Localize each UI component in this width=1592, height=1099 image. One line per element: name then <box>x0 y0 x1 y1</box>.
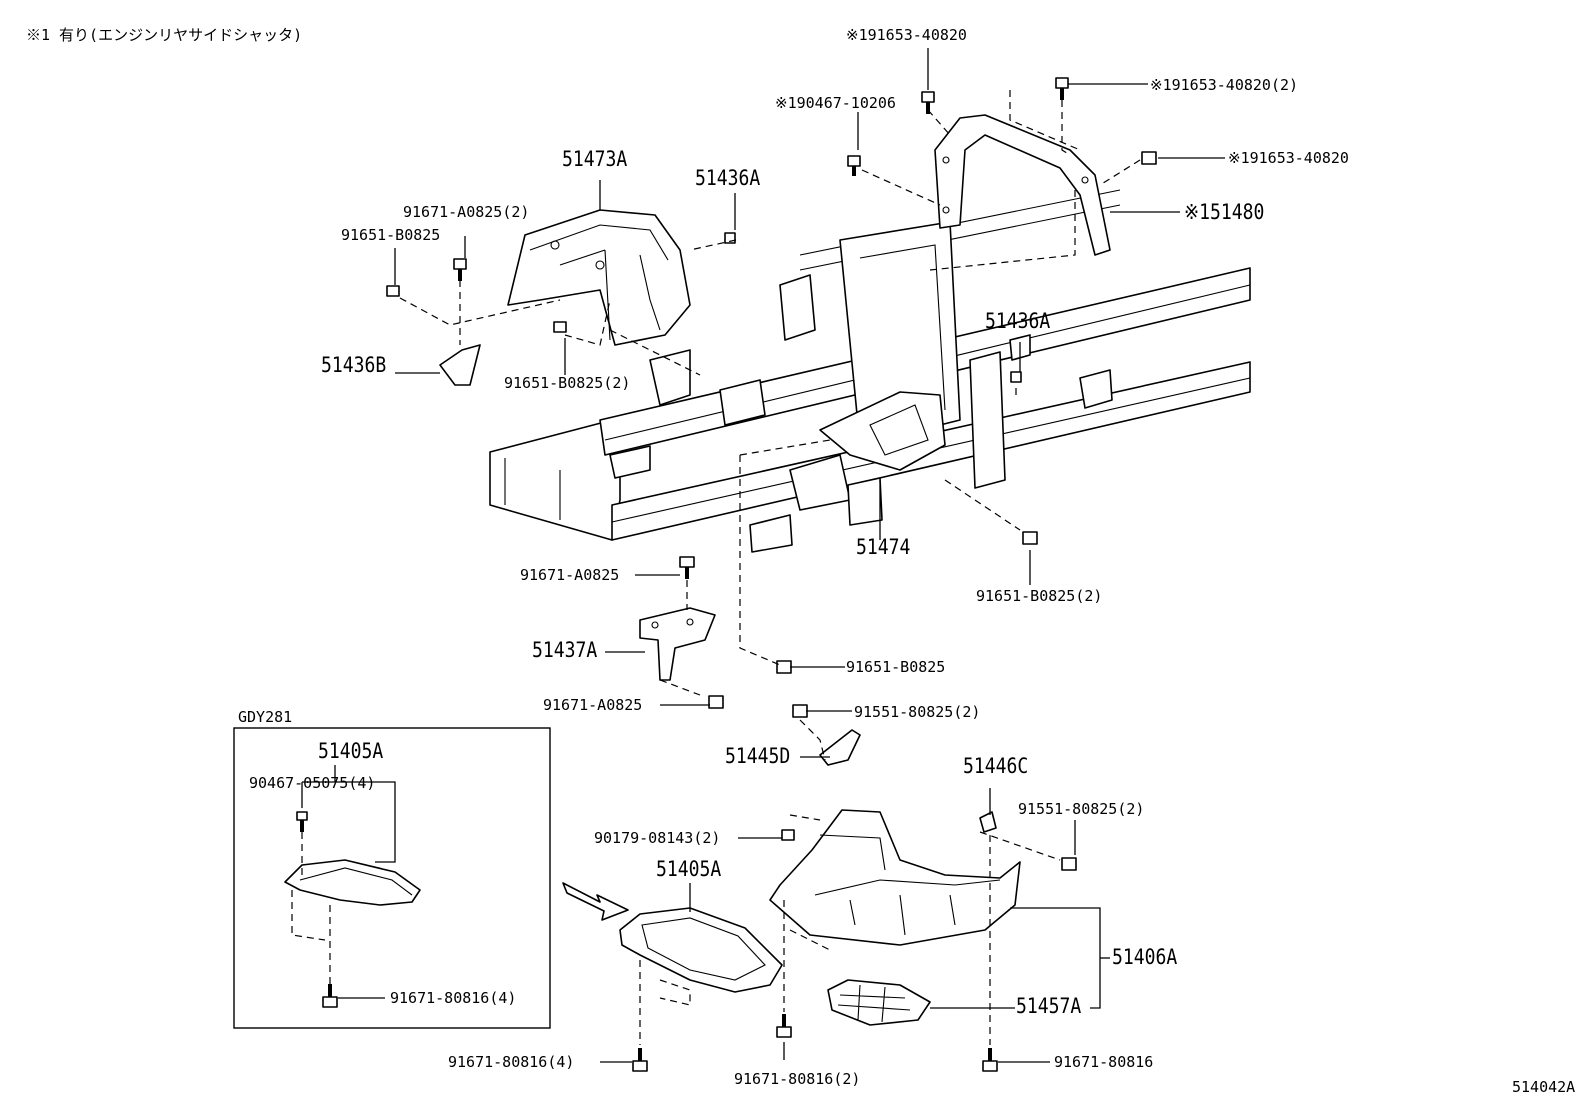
part-label[interactable]: 91551-80825(2) <box>1018 800 1145 818</box>
part-label[interactable]: 91551-80825(2) <box>854 703 981 721</box>
part-label[interactable]: 51473A <box>562 147 628 171</box>
part-label[interactable]: ※191653-40820 <box>1228 149 1349 167</box>
diagram-code: 514042A <box>1512 1078 1576 1096</box>
part-51473A-drawing <box>507 209 691 346</box>
part-label[interactable]: 51436A <box>695 166 761 190</box>
part-label[interactable]: 90467-05075(4) <box>249 774 376 792</box>
header-note: ※1 有り(エンジンリヤサイドシャッタ) <box>26 26 303 44</box>
part-label[interactable]: 91651-B0825 <box>341 226 441 244</box>
part-label[interactable]: 51457A <box>1016 994 1082 1018</box>
part-51406A-drawing <box>769 809 1021 946</box>
part-label[interactable]: 51437A <box>532 638 598 662</box>
part-51457A-drawing <box>827 979 931 1026</box>
fasteners <box>296 77 1157 1072</box>
part-label[interactable]: 91671-A0825(2) <box>403 203 530 221</box>
frame-drawing <box>489 189 1251 553</box>
part-label[interactable]: ※191653-40820(2) <box>1150 76 1299 94</box>
part-label[interactable]: 51436A <box>985 309 1051 333</box>
part-label[interactable]: 91671-A0825 <box>543 696 643 714</box>
inset-skid-plate-drawing <box>284 859 421 906</box>
inset-model-label: GDY281 <box>238 708 293 726</box>
part-label[interactable]: ※190467-10206 <box>775 94 896 112</box>
part-label[interactable]: 91671-80816(4) <box>448 1053 575 1071</box>
part-label[interactable]: 91651-B0825 <box>846 658 946 676</box>
part-51445D-drawing <box>819 729 861 766</box>
part-label[interactable]: 91671-80816(2) <box>734 1070 861 1088</box>
part-label[interactable]: 51445D <box>725 744 791 768</box>
part-label[interactable]: ※191653-40820 <box>846 26 967 44</box>
direction-arrow <box>562 882 629 921</box>
assembly-dash-lines <box>291 90 1141 1045</box>
part-label[interactable]: 91651-B0825(2) <box>504 374 631 392</box>
part-label[interactable]: ※151480 <box>1184 200 1265 224</box>
inset-box <box>233 727 551 1029</box>
part-51405A-drawing <box>619 907 783 993</box>
part-label[interactable]: 90179-08143(2) <box>594 829 721 847</box>
part-51446C-drawing <box>979 811 997 833</box>
part-label[interactable]: 91671-A0825 <box>520 566 620 584</box>
part-label[interactable]: 91671-80816(4) <box>390 989 517 1007</box>
part-51480-drawing <box>934 114 1111 256</box>
part-label[interactable]: 91671-80816 <box>1054 1053 1154 1071</box>
leader-lines <box>301 48 1225 1063</box>
part-label[interactable]: 51474 <box>856 535 911 559</box>
part-51437A-drawing <box>639 607 716 681</box>
part-label[interactable]: 51405A <box>656 857 722 881</box>
part-label[interactable]: 91651-B0825(2) <box>976 587 1103 605</box>
part-51436B-drawing <box>439 344 481 386</box>
part-label[interactable]: 51446C <box>963 754 1029 778</box>
part-label[interactable]: 51405A <box>318 739 384 763</box>
part-label[interactable]: 51406A <box>1112 945 1178 969</box>
part-label[interactable]: 51436B <box>321 353 387 377</box>
